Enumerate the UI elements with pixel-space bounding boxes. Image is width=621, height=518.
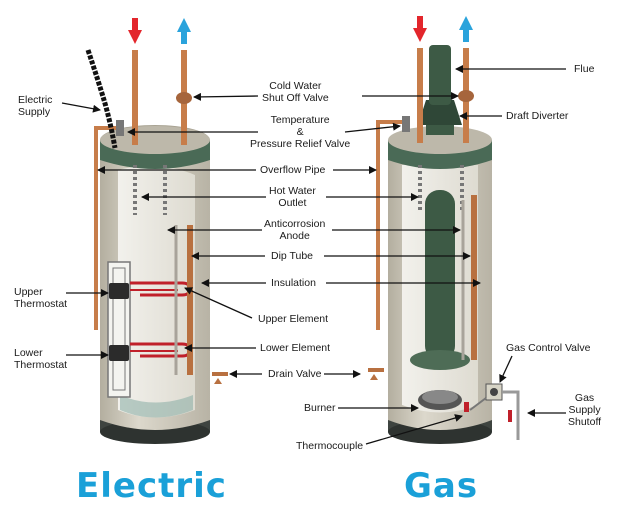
title-gas: Gas	[404, 466, 479, 506]
label-draft-diverter: Draft Diverter	[506, 110, 569, 122]
leader-lines	[61, 65, 566, 445]
electric-tank	[85, 18, 228, 444]
label-temperature-pressure-relief-valve: Temperature & Pressure Relief Valve	[250, 114, 351, 150]
label-lower-element: Lower Element	[260, 342, 331, 354]
label-cold-water-shutoff-valve: Cold Water Shut Off Valve	[262, 80, 329, 104]
gas-tank	[368, 16, 520, 444]
label-burner: Burner	[304, 402, 336, 414]
label-drain-valve: Drain Valve	[268, 368, 322, 380]
label-insulation: Insulation	[271, 277, 316, 289]
label-lower-thermostat: Lower Thermostat	[14, 347, 68, 371]
label-thermocouple: Thermocouple	[296, 440, 364, 452]
label-dip-tube: Dip Tube	[271, 250, 314, 262]
label-gas-control-valve: Gas Control Valve	[506, 342, 591, 354]
label-upper-thermostat: Upper Thermostat	[14, 286, 68, 310]
label-hot-water-outlet: Hot Water Outlet	[269, 185, 316, 209]
title-electric: Electric	[76, 466, 227, 506]
label-upper-element: Upper Element	[258, 313, 329, 325]
label-electric-supply: Electric Supply	[18, 94, 53, 118]
label-overflow-pipe: Overflow Pipe	[260, 164, 326, 176]
label-flue: Flue	[574, 63, 595, 75]
label-gas-supply-shutoff: Gas Supply Shutoff	[568, 392, 602, 428]
label-anticorrosion-anode: Anticorrosion Anode	[264, 218, 326, 242]
